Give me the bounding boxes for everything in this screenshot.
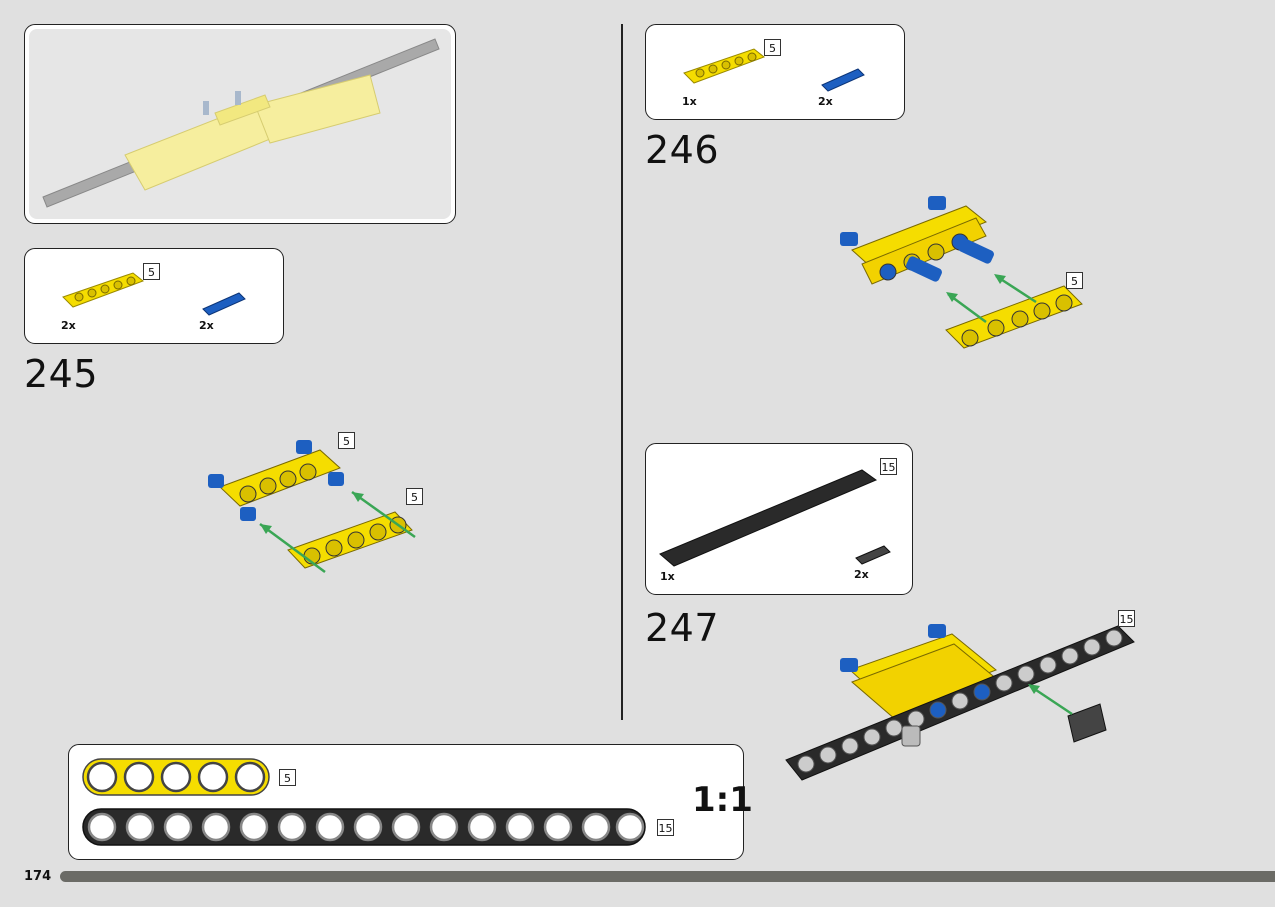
pin-blue-icon (821, 68, 865, 92)
step-245-parts-list: 5 2x 2x (24, 248, 284, 344)
page-number: 174 (24, 869, 52, 884)
assembly-preview (24, 24, 456, 224)
progress-bar (60, 871, 1275, 882)
length-callout: 5 (279, 769, 296, 786)
scale-label: 1:1 (692, 780, 753, 820)
liftarm-15-ruler-icon (82, 808, 646, 846)
part-quantity: 2x (61, 319, 76, 332)
length-callout: 15 (657, 819, 674, 836)
length-callout: 5 (764, 39, 781, 56)
liftarm-5-yellow-icon (683, 48, 766, 84)
liftarm-15-black-icon (659, 469, 878, 567)
step-number: 246 (645, 128, 720, 172)
step-number: 247 (645, 606, 720, 650)
step-247-parts-list: 15 1x 2x (645, 443, 913, 595)
axle-pin-black-icon (855, 545, 891, 565)
length-callout: 5 (338, 432, 355, 449)
step-number: 245 (24, 352, 99, 396)
part-quantity: 1x (660, 570, 675, 583)
scale-ruler: 5 15 (68, 744, 744, 860)
length-callout: 15 (880, 458, 897, 475)
pin-blue-icon (202, 292, 246, 316)
length-callout: 5 (143, 263, 160, 280)
liftarm-5-yellow-icon (62, 272, 145, 308)
part-quantity: 2x (854, 568, 869, 581)
length-callout: 5 (406, 488, 423, 505)
part-quantity: 1x (682, 95, 697, 108)
step-247-illustration (785, 624, 1135, 781)
assembly-preview-illustration (29, 29, 451, 219)
liftarm-5-ruler-icon (82, 758, 270, 796)
step-245-illustration (208, 440, 416, 574)
length-callout: 15 (1118, 610, 1135, 627)
part-quantity: 2x (199, 319, 214, 332)
column-divider (621, 24, 623, 720)
part-quantity: 2x (818, 95, 833, 108)
step-246-illustration (840, 196, 1083, 349)
length-callout: 5 (1066, 272, 1083, 289)
step-246-parts-list: 5 1x 2x (645, 24, 905, 120)
